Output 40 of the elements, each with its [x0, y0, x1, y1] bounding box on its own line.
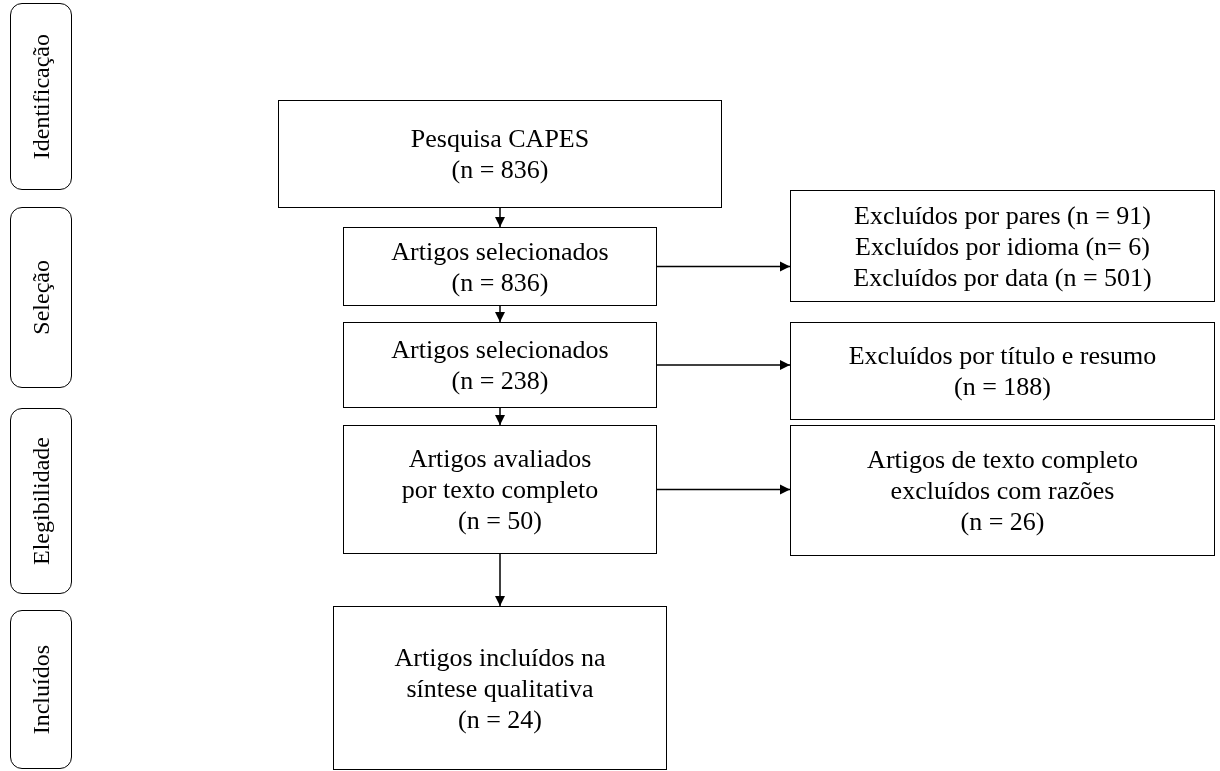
arrow [494, 207, 506, 228]
box-text: Artigos selecionados [391, 334, 609, 365]
box-text: Excluídos por título e resumo [848, 340, 1157, 371]
process-box [343, 227, 657, 306]
arrow [656, 359, 791, 371]
box-text: (n = 50) [458, 505, 542, 536]
box-text: Artigos avaliados por texto completo [400, 443, 600, 505]
box-text: (n = 836) [451, 154, 549, 185]
arrow [656, 484, 791, 495]
stage-label: Incluídos [29, 644, 53, 735]
process-box [278, 100, 722, 208]
stage-band [10, 3, 72, 190]
process-box [333, 606, 667, 770]
stage-band [10, 610, 72, 769]
stage-label: Identificação [29, 33, 53, 160]
stage-band [10, 207, 72, 388]
box-text: Artigos de texto completo excluídos com razões [866, 444, 1139, 506]
process-box [790, 425, 1215, 556]
box-text: (n = 188) [954, 371, 1051, 402]
arrow [494, 553, 506, 607]
process-box [343, 322, 657, 408]
arrow [494, 305, 506, 323]
arrow [656, 261, 791, 272]
box-text: (n = 24) [458, 703, 542, 735]
box-text: Pesquisa CAPES [410, 123, 590, 154]
process-box [343, 425, 657, 554]
process-box [790, 322, 1215, 420]
box-text: (n = 238) [451, 365, 549, 396]
stage-band [10, 408, 72, 594]
box-text: (n = 26) [960, 506, 1045, 537]
stage-label: Elegibilidade [29, 437, 53, 565]
box-text: Artigos selecionados [391, 235, 609, 267]
box-text: Artigos incluídos na síntese qualitativa [393, 641, 607, 704]
arrow [494, 407, 506, 426]
box-text: Excluídos por data (n = 501) [853, 261, 1152, 293]
box-text: (n = 836) [451, 266, 549, 298]
box-text: Excluídos por pares (n = 91) [854, 199, 1151, 231]
box-text: Excluídos por idioma (n= 6) [855, 230, 1150, 262]
stage-label: Seleção [29, 260, 53, 335]
process-box [790, 190, 1215, 302]
